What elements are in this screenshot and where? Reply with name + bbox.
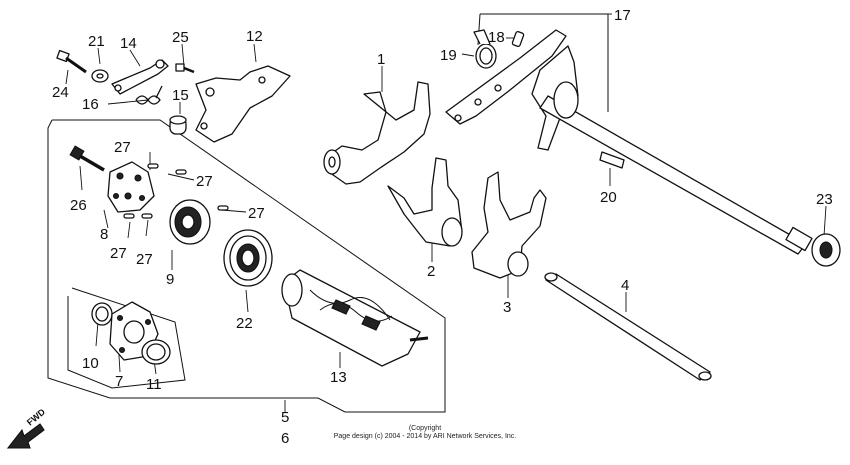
group-outline-7 [67,287,186,389]
callout-4: 4 [621,277,629,294]
part-26-bolt [69,145,105,172]
part-24-bolt [56,49,87,74]
part-17-shift-spindle [445,29,807,255]
callout-numbers: 1 2 3 4 5 6 7 8 9 10 11 12 13 14 15 16 1… [52,7,833,447]
callout-1: 1 [377,51,385,68]
callout-21: 21 [88,33,105,50]
callout-17: 17 [614,7,631,24]
callout-2: 2 [427,263,435,280]
callout-3: 3 [503,299,511,316]
callout-27b: 27 [196,173,213,190]
part-20-dowel-pin [599,151,625,169]
part-21-washer [91,69,109,83]
part-12-guide-plate [195,65,291,143]
part-19-return-spring [473,29,497,69]
callout-7: 7 [115,373,123,390]
part-1-shift-fork [323,81,431,185]
part-22-bearing [223,229,273,287]
direction-label: FWD [25,406,48,427]
callout-5: 5 [281,409,289,426]
part-3-shift-fork [471,171,547,279]
group-outline-5 [47,119,446,413]
forward-arrow-icon: FWD [6,406,48,449]
callout-25: 25 [172,29,189,46]
copyright-line-1: (Copyright [409,425,441,432]
callout-13: 13 [330,369,347,386]
callout-27e: 27 [136,251,153,268]
part-8-drum-plate [107,161,155,213]
callout-19: 19 [440,47,457,64]
callout-18: 18 [488,29,505,46]
callout-11: 11 [146,376,162,393]
callout-23: 23 [816,191,833,208]
callout-27d: 27 [110,245,127,262]
callout-16: 16 [82,96,99,113]
callout-10: 10 [82,355,99,372]
part-16-spring [135,85,163,105]
part-27-pins [123,163,229,219]
callout-27c: 27 [248,205,265,222]
part-11-seal [141,339,171,365]
callout-6: 6 [281,430,289,447]
callout-15: 15 [172,87,189,104]
part-4-fork-shaft [544,272,712,381]
copyright-line-2: Page design (c) 2004 - 2014 by ARI Netwo… [334,433,517,440]
part-25-screw [175,63,195,74]
part-15-collar [169,115,187,135]
part-23-oil-seal [785,226,841,267]
part-14-stopper-arm [111,59,169,95]
callout-14: 14 [120,35,137,52]
callout-12: 12 [246,28,263,45]
callout-22: 22 [236,315,253,332]
callout-9: 9 [166,271,174,288]
callout-24: 24 [52,84,69,101]
callout-27a: 27 [114,139,131,156]
part-18-pin [511,30,525,48]
part-2-shift-fork [387,157,463,247]
callout-26: 26 [70,197,87,214]
leader-lines [65,13,827,412]
callout-20: 20 [600,189,617,206]
callout-8: 8 [100,226,108,243]
part-9-drum-center [169,199,211,245]
part-13-shift-drum [281,269,429,367]
part-10-oil-seal [91,302,113,326]
